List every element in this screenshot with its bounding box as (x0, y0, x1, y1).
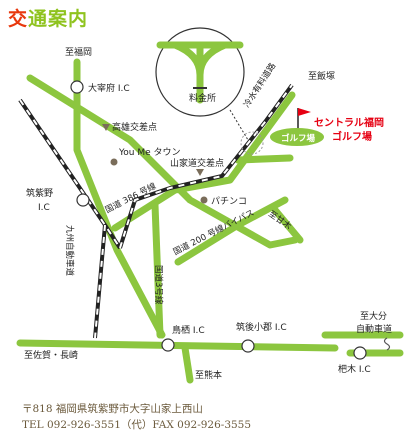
ic-tosu (161, 338, 175, 352)
youme-marker (110, 158, 118, 166)
label-iizuka: 至飯塚 (308, 70, 335, 82)
label-chikugo-ic: 筑後小郡 I.C (236, 321, 287, 333)
label-route3: 国道3号線 (153, 265, 164, 305)
road-386 (111, 91, 296, 232)
label-kaki-ic: 杷木 I.C (338, 363, 371, 375)
access-map: 至福岡 至飯塚 大宰府 I.C 高雄交差点 You Me タウン 山家道交差点 … (16, 27, 404, 384)
label-golf-name-1: セントラル福岡 (314, 116, 384, 129)
address-block: 〒818 福岡県筑紫野市大字山家上西山 TEL 092-926-3551（代）F… (22, 401, 251, 433)
label-kyushu-expressway: 九州自動車道 (64, 225, 75, 277)
green-roads (16, 58, 404, 384)
label-takao: 高雄交差点 (112, 121, 157, 133)
label-fukuoka: 至福岡 (65, 46, 92, 58)
label-tollgate: 料金所 (189, 92, 216, 104)
label-golf-name-2: ゴルフ場 (332, 130, 372, 143)
pachinko-marker (200, 196, 208, 204)
label-saga: 至佐賀・長崎 (24, 349, 78, 361)
page-title: 交通案内 (8, 4, 88, 31)
oita-road-end (383, 337, 391, 351)
ic-dazaifu (70, 80, 84, 94)
tollgate-inset (155, 27, 264, 155)
label-oita-2: 自動車道 (356, 323, 392, 335)
golf-flag (270, 108, 324, 146)
label-chikushino-ic-2: I.C (38, 203, 50, 213)
label-kumamoto: 至熊本 (195, 369, 222, 381)
label-tosu-ic: 鳥栖 I.C (172, 324, 205, 336)
road-iizuka-branch (234, 154, 294, 164)
address-line: 〒818 福岡県筑紫野市大字山家上西山 (22, 403, 203, 415)
road-main-bottom (16, 339, 339, 352)
road-to-kumamoto (181, 344, 194, 384)
landmark-markers (102, 124, 208, 204)
phone-fax-line: TEL 092-926-3551（代）FAX 092-926-3555 (22, 419, 252, 431)
title-accent-char: 交 (8, 8, 29, 30)
label-reisui: 冷水有料道路 (241, 60, 278, 109)
title-rest: 通案内 (28, 8, 89, 30)
label-golf-badge: ゴルフ場 (281, 133, 316, 144)
yamaie-marker (196, 169, 204, 176)
road-route3 (151, 201, 164, 339)
label-chikushino-ic-1: 筑紫野 (26, 187, 53, 199)
takao-marker (102, 124, 110, 131)
expressway (18, 83, 294, 339)
road-kamata (271, 206, 304, 244)
road-upper-left (26, 74, 299, 249)
ic-chikugo (241, 339, 255, 353)
ic-kaki (353, 346, 367, 360)
label-oita-1: 至大分 (360, 310, 387, 322)
label-youme: You Me タウン (118, 147, 181, 158)
ic-chikushino (76, 193, 90, 207)
label-pachinko: パチンコ (211, 196, 247, 207)
interchanges (70, 80, 367, 360)
label-yamaie: 山家道交差点 (170, 157, 224, 169)
label-dazaifu-ic: 大宰府 I.C (88, 82, 130, 94)
road-200-bypass (174, 196, 289, 266)
